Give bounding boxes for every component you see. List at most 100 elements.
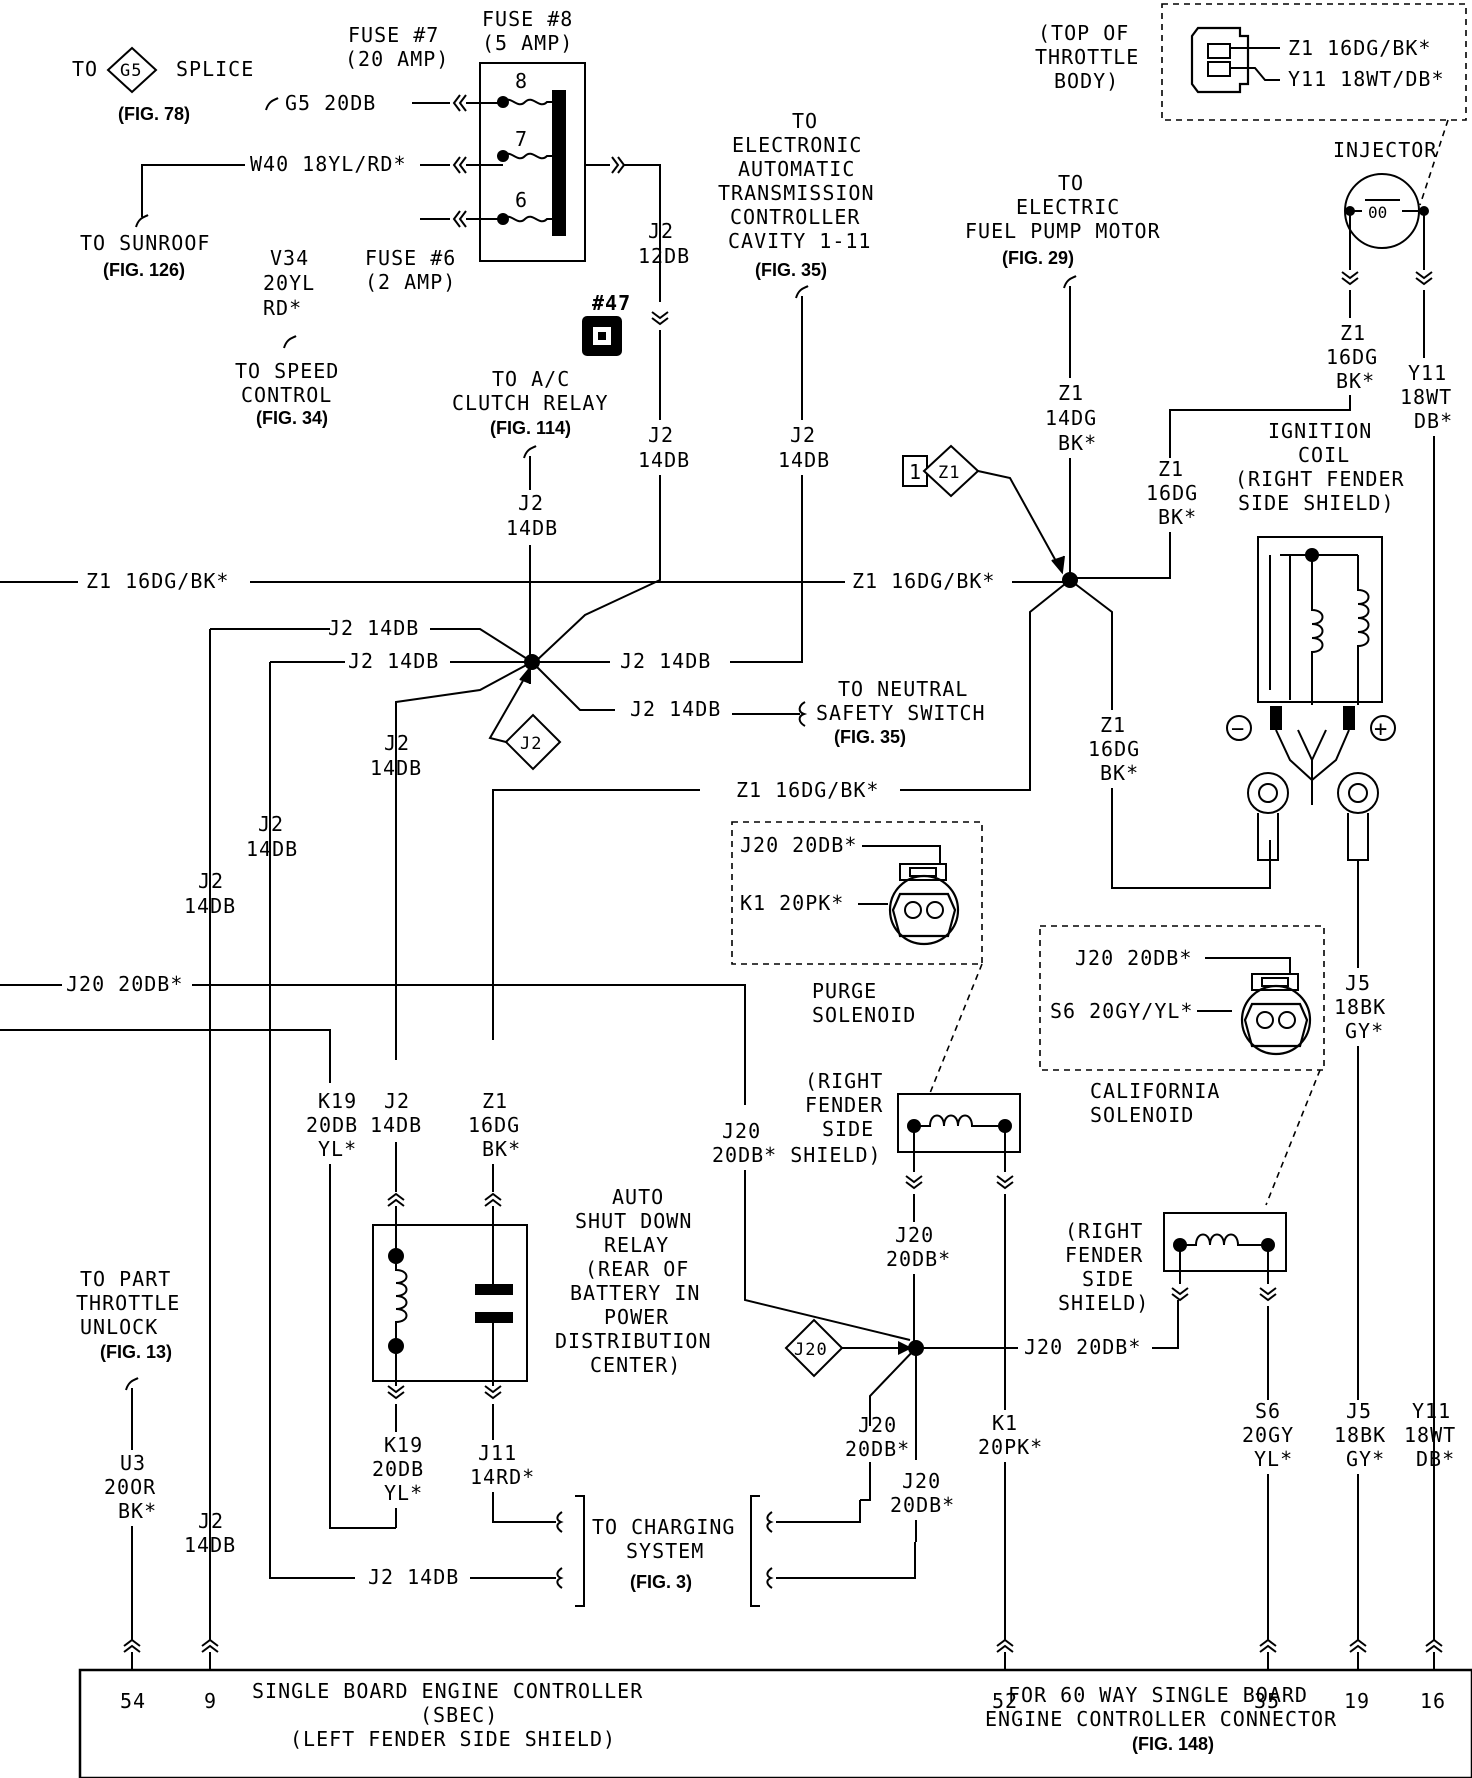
- y11-bot-1: Y11: [1412, 1399, 1451, 1423]
- fuse-block: 8 7 6: [479, 62, 586, 262]
- engine-controller: [78, 1668, 1472, 1778]
- z1-inj-1: Z1: [1340, 321, 1366, 345]
- j5-mid-3: GY*: [1345, 1019, 1384, 1043]
- z1-inj-2: 16DG: [1326, 345, 1378, 369]
- asd-4: (REAR OF: [585, 1257, 689, 1281]
- j2-14db-c-1: J2: [518, 491, 544, 515]
- rf2-3: SIDE: [1082, 1267, 1134, 1291]
- j2-col2-2: 14DB: [246, 837, 298, 861]
- j5-bot-2: 18BK: [1334, 1423, 1386, 1447]
- injector-label: INJECTOR: [1333, 138, 1437, 162]
- j5-bot-3: GY*: [1346, 1447, 1385, 1471]
- j2-14db-b-1: J2: [790, 423, 816, 447]
- j2-bottom-row: J2 14DB: [368, 1565, 459, 1589]
- speed-control-2: CONTROL: [241, 383, 332, 407]
- u3-3: BK*: [118, 1499, 157, 1523]
- tps-connector: [1190, 26, 1280, 94]
- z1-14dg-1: Z1: [1058, 381, 1084, 405]
- j20-to-calif: J20 20DB*: [1024, 1335, 1141, 1359]
- california-coil-symbol: [1163, 1212, 1287, 1284]
- g5-diamond-label: G5: [120, 61, 142, 81]
- j2-col1-1: J2: [198, 869, 224, 893]
- pin-35: 35: [1254, 1689, 1280, 1713]
- purge-label-2: SOLENOID: [812, 1003, 916, 1027]
- u3-2: 20OR: [104, 1475, 156, 1499]
- z1-14dg-3: BK*: [1058, 431, 1097, 455]
- w40-wire-label: W40 18YL/RD*: [250, 152, 407, 176]
- eatx-1: TO: [792, 109, 818, 133]
- asd-2: SHUT DOWN: [575, 1209, 692, 1233]
- j20-mid-1: J20: [722, 1119, 761, 1143]
- coil-4: SIDE SHIELD): [1238, 491, 1395, 515]
- j2-splice-diamond: [504, 713, 562, 771]
- z1-splice-label: Z1: [938, 463, 960, 483]
- ac-clutch-2: CLUTCH RELAY: [452, 391, 609, 415]
- injector-symbol-text: 00: [1368, 203, 1387, 222]
- coil-plus: +: [1374, 717, 1387, 742]
- j2-12db-2: 12DB: [638, 244, 690, 268]
- g5-to: TO: [72, 57, 98, 81]
- calif-j20-label: J20 20DB*: [1075, 946, 1192, 970]
- eatx-4: TRANSMISSION: [718, 181, 875, 205]
- controller-name-3: (LEFT FENDER SIDE SHIELD): [290, 1727, 616, 1751]
- j2-col3-1: J2: [384, 731, 410, 755]
- controller-name-1: SINGLE BOARD ENGINE CONTROLLER: [252, 1679, 643, 1703]
- y11-top-3: DB*: [1414, 409, 1453, 433]
- j11-label-1: J11: [478, 1441, 517, 1465]
- y11-bot-2: 18WT: [1404, 1423, 1456, 1447]
- j5-bot-1: J5: [1346, 1399, 1372, 1423]
- connector-2: ENGINE CONTROLLER CONNECTOR: [985, 1707, 1337, 1731]
- pin-19: 19: [1344, 1689, 1370, 1713]
- y11-bot-3: DB*: [1416, 1447, 1455, 1471]
- asd-1: AUTO: [612, 1185, 664, 1209]
- s6-2: 20GY: [1242, 1423, 1294, 1447]
- charging-1: TO CHARGING: [592, 1515, 735, 1539]
- z1-relay-2: 16DG: [468, 1113, 520, 1137]
- fuse8-label: FUSE #8: [482, 7, 573, 31]
- rf1-3: SIDE: [822, 1117, 874, 1141]
- fuse6-number: 6: [515, 188, 528, 212]
- throttle-top-1: (TOP OF: [1038, 21, 1129, 45]
- z1-relay-feed: Z1 16DG/BK*: [736, 778, 879, 802]
- pin-52: 52: [992, 1689, 1018, 1713]
- j2-splice-label: J2: [520, 734, 542, 754]
- connector-fig: (FIG. 148): [1132, 1734, 1214, 1754]
- z1-relay-3: BK*: [482, 1137, 521, 1161]
- k19-top-2: 20DB: [306, 1113, 358, 1137]
- calif-label-2: SOLENOID: [1090, 1103, 1194, 1127]
- z1-14dg-2: 14DG: [1045, 406, 1097, 430]
- j20-bus-label: J20 20DB*: [66, 972, 183, 996]
- purge-j20-label: J20 20DB*: [740, 833, 857, 857]
- purge-connector: [858, 845, 960, 946]
- throttle-top-2: THROTTLE: [1035, 45, 1139, 69]
- k19-bot-1: K19: [384, 1433, 423, 1457]
- j5-mid-2: 18BK: [1334, 995, 1386, 1019]
- asd-3: RELAY: [604, 1233, 669, 1257]
- speed-fig: (FIG. 34): [256, 408, 328, 428]
- s6-1: S6: [1255, 1399, 1281, 1423]
- j20-right-1: J20: [895, 1223, 934, 1247]
- k19-top-3: YL*: [318, 1137, 357, 1161]
- j2-row1: J2 14DB: [328, 616, 419, 640]
- asd-5: BATTERY IN: [570, 1281, 700, 1305]
- rf1-2: FENDER: [805, 1093, 883, 1117]
- v34-wire-2: 20YL: [263, 271, 315, 295]
- j2-9-2: 14DB: [184, 1533, 236, 1557]
- asd-6: POWER: [604, 1305, 669, 1329]
- purge-label-1: PURGE: [812, 979, 877, 1003]
- j2-col2-1: J2: [258, 812, 284, 836]
- j20-mid-2: 20DB* SHIELD): [712, 1143, 882, 1167]
- k19-bot-3: YL*: [384, 1481, 423, 1505]
- j20-splice-label: J20: [794, 1340, 828, 1360]
- z1-inj-3: BK*: [1336, 369, 1375, 393]
- part-fig: (FIG. 13): [100, 1342, 172, 1362]
- j2-col1-2: 14DB: [184, 894, 236, 918]
- fuel-fig: (FIG. 29): [1002, 248, 1074, 268]
- coil-1: IGNITION: [1268, 419, 1372, 443]
- j11-label-2: 14RD*: [470, 1465, 535, 1489]
- ac-clutch-1: TO A/C: [492, 367, 570, 391]
- u3-1: U3: [120, 1451, 146, 1475]
- v34-wire-1: V34: [270, 246, 309, 270]
- j2-relay-1: J2: [384, 1089, 410, 1113]
- g5-wire-label: G5 20DB: [285, 91, 376, 115]
